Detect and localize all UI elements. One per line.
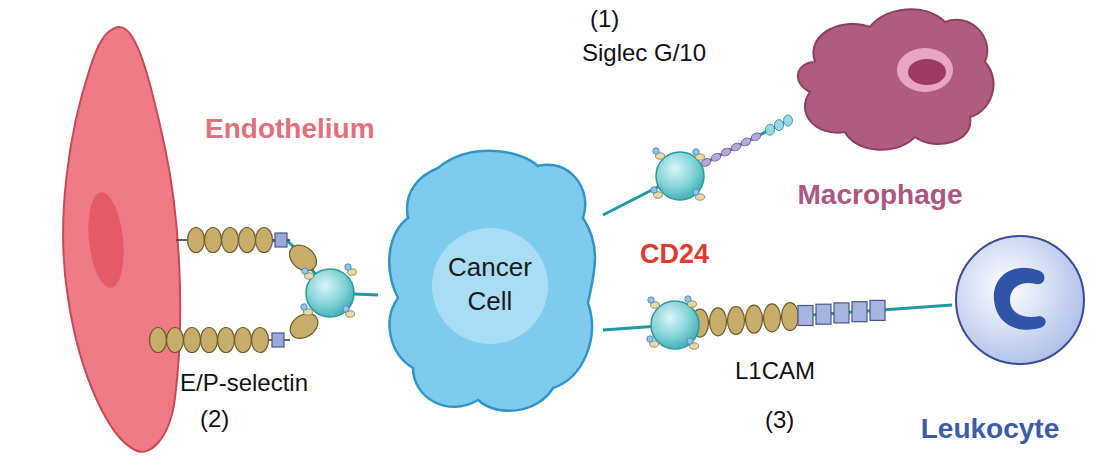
macrophage-cell-shape [897, 48, 953, 92]
l1cam-chain-part [870, 300, 885, 320]
cd24-molecule-part [651, 187, 663, 198]
macrophage-cell-shape [785, 2, 1005, 157]
siglec-chain-part [784, 115, 793, 126]
cd24-molecule-part [301, 304, 313, 315]
selectin-chain-part [272, 333, 284, 347]
endothelial-cell: Endothelium [40, 18, 190, 458]
macrophage-cell-shape [908, 59, 946, 85]
cell-label: Macrophage [755, 178, 1005, 212]
selectin-chain [176, 228, 322, 277]
cancer-cell-shape [389, 151, 595, 411]
selectin-chain-part [205, 228, 222, 253]
l1cam-chain-part [782, 303, 799, 331]
cd24-molecule-part [302, 268, 314, 279]
cd24-molecule [647, 296, 699, 349]
selectin-chain-part [275, 233, 287, 247]
cd24-molecule [651, 148, 705, 200]
l1cam-chain [692, 300, 886, 337]
cell-label: Leukocyte [890, 412, 1090, 446]
selectin-chain-part [235, 328, 252, 353]
l1cam-chain-part [746, 305, 763, 333]
leukocyte-cell-shape [956, 236, 1084, 364]
selectin-chain-part [188, 228, 205, 253]
selectin-chain-part [284, 240, 321, 276]
binding-connector [603, 305, 952, 330]
selectin-chain-part [252, 328, 269, 353]
cd24-molecule-part [656, 152, 704, 200]
siglec-chain [700, 115, 793, 168]
cd24-molecule-part [343, 306, 355, 317]
endothelial-cell-shape [40, 18, 190, 458]
selectin-chain-part [176, 239, 290, 241]
cd24-molecule-part [653, 148, 665, 159]
l1cam-chain-part [834, 303, 849, 323]
binding-connector [603, 122, 785, 215]
selectin-chain-part [218, 328, 235, 353]
leukocyte-cell-shape [952, 232, 1088, 368]
macrophage-cell-shape [798, 9, 994, 149]
siglec-chain-part [766, 124, 775, 135]
cd24-molecule [301, 264, 357, 317]
cd24-molecule-part [651, 301, 699, 349]
l1cam-chain-part [798, 306, 813, 326]
callout-number: (1) [590, 4, 619, 33]
l1cam-chain-part [692, 309, 709, 337]
molecule-label: CD24 [640, 238, 709, 270]
cd24-molecule-part [648, 297, 660, 308]
cd24-molecule-part [685, 296, 697, 307]
siglec-chain-part [720, 147, 732, 158]
cd24-molecule-part [345, 264, 357, 275]
l1cam-chain-part [764, 304, 781, 332]
siglec-chain-part [775, 120, 784, 131]
siglec-chain-part [700, 157, 712, 168]
selectin-chain-part [201, 328, 218, 353]
receptor-label: Siglec G/10 [582, 38, 706, 67]
cd24-molecule-part [306, 269, 354, 317]
l1cam-chain-part [816, 304, 831, 324]
l1cam-chain-part [728, 307, 745, 335]
binding-connector [190, 240, 378, 295]
selectin-chain-part [239, 228, 256, 253]
l1cam-chain-part [710, 308, 727, 336]
selectin-chain-part [184, 328, 201, 353]
l1cam-chain-part [852, 302, 867, 322]
receptor-label: E/P-selectin [180, 368, 308, 397]
macrophage-cell: Macrophage [785, 2, 1005, 157]
selectin-chain-part [222, 228, 239, 253]
cd24-molecule-part [647, 336, 659, 347]
leukocyte-cell: Leukocyte [952, 232, 1088, 368]
endothelial-cell-shape [84, 190, 128, 289]
callout-number: (2) [200, 404, 229, 433]
cancer-cell: Cancer Cell [378, 138, 603, 420]
selectin-chain-part [256, 228, 273, 253]
cell-label: Cancer Cell [428, 250, 552, 318]
cd24-molecule-part [687, 338, 699, 349]
endothelial-cell-shape [63, 27, 180, 452]
siglec-chain-part [710, 152, 722, 163]
cd24-molecule-part [693, 189, 705, 200]
siglec-chain-part [750, 131, 762, 142]
siglec-chain-part [740, 137, 752, 148]
receptor-label: L1CAM [735, 356, 815, 385]
callout-number: (3) [765, 405, 794, 434]
selectin-chain-part [285, 308, 322, 343]
siglec-chain-part [730, 142, 742, 153]
leukocyte-cell-shape [994, 268, 1046, 330]
cd24-molecule-part [693, 149, 705, 160]
cell-label: Endothelium [205, 112, 415, 146]
